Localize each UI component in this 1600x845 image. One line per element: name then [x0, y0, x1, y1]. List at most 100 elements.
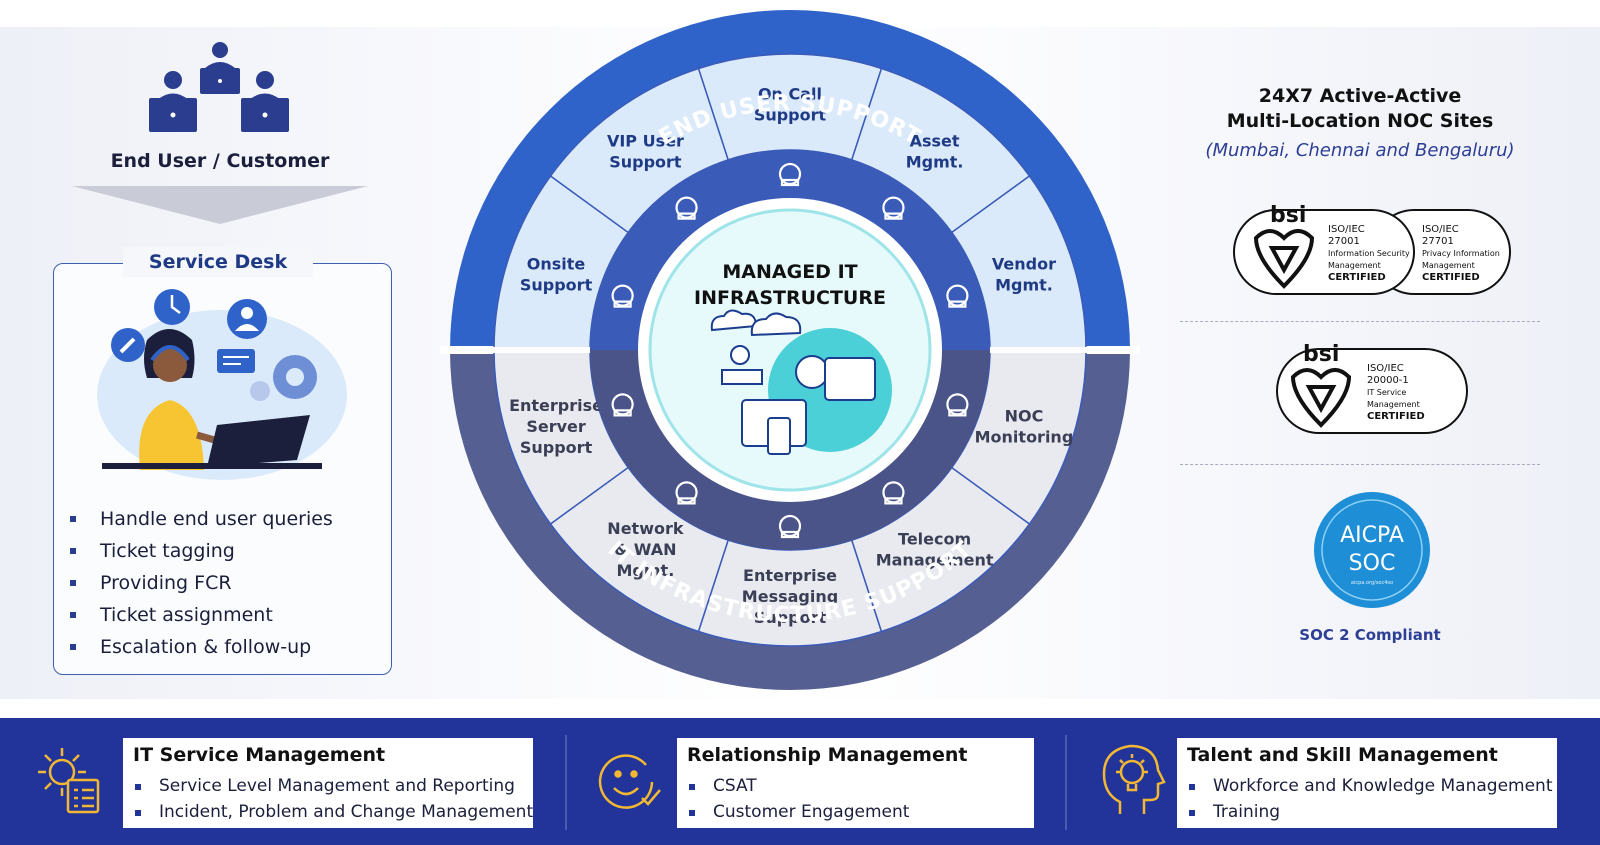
wheel-segment-label: Vendor [992, 254, 1056, 273]
band-separator [1065, 735, 1067, 830]
service-desk-item: Escalation & follow-up [70, 631, 333, 663]
vendor-team-icon [946, 284, 969, 308]
cert-text: Management [1422, 261, 1475, 270]
bottom-box-item: CSAT [689, 773, 909, 799]
server-cloud-icon [611, 393, 634, 417]
aicpa-soc-badge: AICPA SOC aicpa.org/soc4so [1314, 492, 1430, 608]
end-user-label: End User / Customer [110, 150, 330, 172]
wheel-segment-label: & WAN [614, 540, 676, 559]
wheel-segment-label: Management [876, 551, 994, 570]
bottom-box-item: Customer Engagement [689, 799, 909, 825]
onsite-support-icon [611, 284, 634, 308]
clipboard-check-icon [882, 196, 905, 220]
wheel-segment-label: Enterprise [509, 396, 603, 415]
bottom-box-title: Relationship Management [687, 744, 968, 766]
monitor-search-icon [946, 393, 969, 417]
relationship-management-box: Relationship Management CSAT Customer En… [677, 738, 1034, 828]
cert-text: Information Security [1328, 249, 1410, 258]
bsi-kitemark-icon [1253, 229, 1315, 289]
cert-text: ISO/IEC [1367, 363, 1404, 374]
cert-text: Management [1328, 261, 1381, 270]
dashed-divider [1180, 321, 1540, 322]
dashed-divider [1180, 464, 1540, 465]
smiley-icon [598, 754, 661, 809]
bottom-box-item: Workforce and Knowledge Management [1189, 773, 1553, 799]
wheel-segment-label: Monitoring [975, 428, 1074, 447]
wheel-segment-label: Support [754, 608, 827, 627]
chat-bubble-icon [778, 514, 802, 539]
cert-text: 20000-1 [1367, 375, 1409, 386]
cert-text: IT Service [1367, 388, 1406, 397]
bsi-logo-text: bsi [1303, 342, 1339, 367]
bottom-box-title: IT Service Management [133, 744, 386, 766]
wheel-segment-label: Telecom [898, 530, 971, 549]
bsi-kitemark-icon [1290, 368, 1352, 428]
talent-skill-management-box: Talent and Skill Management Workforce an… [1177, 738, 1557, 828]
aicpa-text: AICPA [1340, 523, 1404, 548]
soc2-label: SOC 2 Compliant [1299, 626, 1441, 644]
service-desk-agent-illustration [97, 289, 347, 480]
center-label: MANAGED IT [722, 261, 857, 283]
wheel-segment-label: Mgmt. [617, 561, 675, 580]
wheel-segment-label: Support [609, 152, 682, 171]
center-label: INFRASTRUCTURE [694, 287, 886, 309]
wheel-segment-label: Network [607, 519, 684, 538]
bottom-box-title: Talent and Skill Management [1187, 744, 1498, 766]
service-desk-list: Handle end user queries Ticket tagging P… [70, 503, 333, 663]
cloud-devices-icon [710, 309, 876, 455]
head-bulb-icon [1102, 744, 1166, 814]
cert-text: CERTIFIED [1328, 272, 1386, 283]
it-service-management-box: IT Service Management Service Level Mana… [123, 738, 533, 828]
wheel-segment-label: NOC [1005, 407, 1044, 426]
wheel-segment-label: Messaging [742, 587, 838, 606]
soc-text: SOC [1349, 551, 1396, 576]
cert-text: CERTIFIED [1367, 411, 1425, 422]
wheel-segment-label: Server [526, 417, 586, 436]
end-users-icon [149, 42, 289, 132]
cert-text: Privacy Information [1422, 249, 1500, 258]
service-desk-item: Providing FCR [70, 567, 333, 599]
noc-title: 24X7 Active-Active Multi-Location NOC Si… [1195, 84, 1525, 134]
vip-user-icon [675, 196, 698, 220]
wheel-segment-label: Asset [910, 131, 960, 150]
bottom-box-item: Training [1189, 799, 1553, 825]
cert-text: CERTIFIED [1422, 272, 1480, 283]
cert-text: Management [1367, 400, 1420, 409]
running-person-icon [778, 162, 802, 187]
wheel-segment-label: VIP User [607, 131, 684, 150]
aicpa-url: aicpa.org/soc4so [1351, 580, 1393, 586]
down-arrow [72, 186, 368, 224]
noc-title-line: 24X7 Active-Active [1258, 85, 1462, 107]
service-desk-title: Service Desk [123, 247, 313, 277]
wheel-segment-label: Mgmt. [906, 152, 964, 171]
antenna-icon [882, 481, 905, 505]
cert-text: ISO/IEC [1422, 224, 1459, 235]
wheel-segment-label: Onsite [527, 254, 586, 273]
service-desk-item: Ticket assignment [70, 599, 333, 631]
wheel-segment-label: Support [754, 106, 827, 125]
wheel-segment-label: Support [520, 275, 593, 294]
network-globe-icon [675, 481, 698, 505]
band-separator [565, 735, 567, 830]
cert-text: ISO/IEC [1328, 224, 1365, 235]
service-desk-item: Handle end user queries [70, 503, 333, 535]
wheel-segment-label: On Call [758, 85, 822, 104]
bsi-logo-text: bsi [1270, 203, 1306, 228]
cert-text: 27001 [1328, 236, 1360, 247]
gear-checklist-icon [38, 748, 100, 814]
wheel-segment-label: Enterprise [743, 566, 837, 585]
bottom-box-item: Incident, Problem and Change Management [135, 799, 533, 825]
service-desk-item: Ticket tagging [70, 535, 333, 567]
noc-title-line: Multi-Location NOC Sites [1226, 110, 1494, 132]
bottom-box-item: Service Level Management and Reporting [135, 773, 533, 799]
wheel-segment-label: Support [520, 438, 593, 457]
cert-text: 27701 [1422, 236, 1454, 247]
wheel-segment-label: Mgmt. [995, 275, 1053, 294]
